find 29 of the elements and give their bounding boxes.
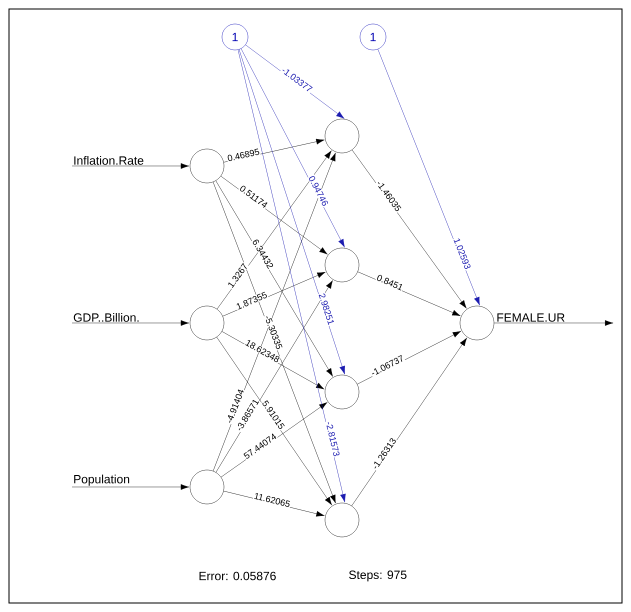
output-label: FEMALE.UR xyxy=(497,313,565,322)
weight-label: -2.81573 xyxy=(325,420,341,458)
arrow xyxy=(212,182,336,504)
neuron-circle xyxy=(324,248,360,282)
input-label: Inflation.Rate xyxy=(74,156,144,165)
neuron-circle xyxy=(190,306,224,340)
weight-label: 0.46895 xyxy=(226,148,261,162)
neuron-circle xyxy=(324,502,360,538)
bias-node: 1 xyxy=(222,24,248,50)
arrow xyxy=(240,48,345,248)
arrow xyxy=(72,484,190,490)
caption-text: Error: 0.05876 xyxy=(200,572,276,580)
neuron-circle xyxy=(460,306,494,340)
caption-text: Steps: 975 xyxy=(349,570,406,582)
arrow xyxy=(238,49,345,374)
bias-node: 1 xyxy=(360,24,386,50)
arrow xyxy=(494,320,614,326)
arrow xyxy=(72,320,190,326)
neuron-circle xyxy=(190,148,224,184)
input-label: GDP..Billion. xyxy=(74,312,139,322)
weight-label: 11.62065 xyxy=(252,492,292,508)
arrow xyxy=(238,50,346,502)
arrow xyxy=(216,180,333,377)
input-label: Population xyxy=(74,474,130,486)
arrow xyxy=(72,163,190,169)
neuron-circle xyxy=(324,118,360,154)
arrow xyxy=(378,49,480,306)
neuron-circle xyxy=(190,470,224,504)
neuron-circle xyxy=(324,374,360,410)
